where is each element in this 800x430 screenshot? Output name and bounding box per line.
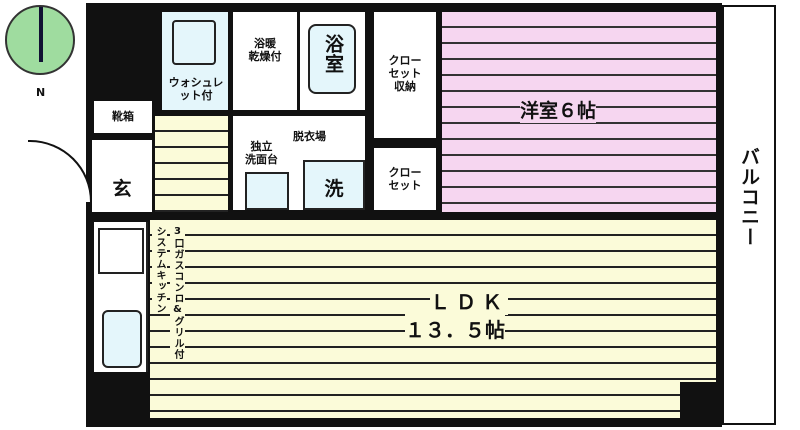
vanity-line2: 洗面台 (245, 153, 278, 166)
compass-icon (5, 5, 75, 75)
vanity-sink-icon (245, 172, 289, 210)
closet-line1: クロー (388, 166, 422, 179)
ldk-size-label: １３．５帖 (405, 314, 505, 343)
dressing-room: 脱衣場 独立洗面台 洗 (233, 116, 365, 210)
vanity-line1: 独立 (250, 140, 273, 153)
closet-storage-line3: 収納 (394, 80, 416, 93)
balcony: バルコニー (722, 5, 776, 425)
hallway (155, 116, 228, 212)
entrance-label: 玄 (112, 178, 132, 200)
bath-dryer-line2: 乾燥付 (248, 50, 282, 63)
bathroom-label: 浴室 (322, 34, 344, 74)
closet-storage-line2: セット (388, 67, 422, 80)
closet-storage-line1: クロー (388, 54, 422, 67)
kitchen-stove-label: 3口ガスコンロ&グリル付 (170, 226, 185, 360)
closet: クローセット (374, 148, 436, 210)
entrance-door[interactable] (28, 140, 92, 202)
stove-icon (98, 228, 144, 274)
entrance: 玄 (92, 140, 152, 212)
toilet-room: ウォシュレット付 (162, 12, 228, 110)
pillar (680, 382, 720, 426)
washer-label: 洗 (324, 178, 344, 200)
shoe-cabinet: 靴箱 (94, 101, 152, 133)
western-room-label: 洋室６帖 (520, 96, 597, 123)
dressing-label: 脱衣場 (293, 130, 326, 143)
closet-line2: セット (388, 179, 422, 192)
sink-icon (102, 310, 142, 368)
compass-north-label: N (36, 86, 46, 99)
bath-dryer-line1: 浴暖 (254, 37, 276, 50)
balcony-label: バルコニー (738, 147, 760, 247)
ldk-label: ＬＤＫ (430, 286, 508, 315)
toilet-label: ウォシュレット付 (168, 76, 224, 102)
washer-space: 洗 (303, 160, 365, 210)
kitchen-system-label: システムキッチン (152, 226, 167, 314)
bathroom: 浴室 (300, 12, 365, 110)
shoe-cabinet-label: 靴箱 (112, 110, 134, 123)
bathtub-icon (308, 24, 356, 94)
bath-dryer-area: 浴暖乾燥付 (233, 12, 297, 110)
kitchen-counter (94, 222, 148, 372)
closet-storage: クローセット収納 (374, 12, 436, 138)
toilet-icon (172, 20, 216, 65)
